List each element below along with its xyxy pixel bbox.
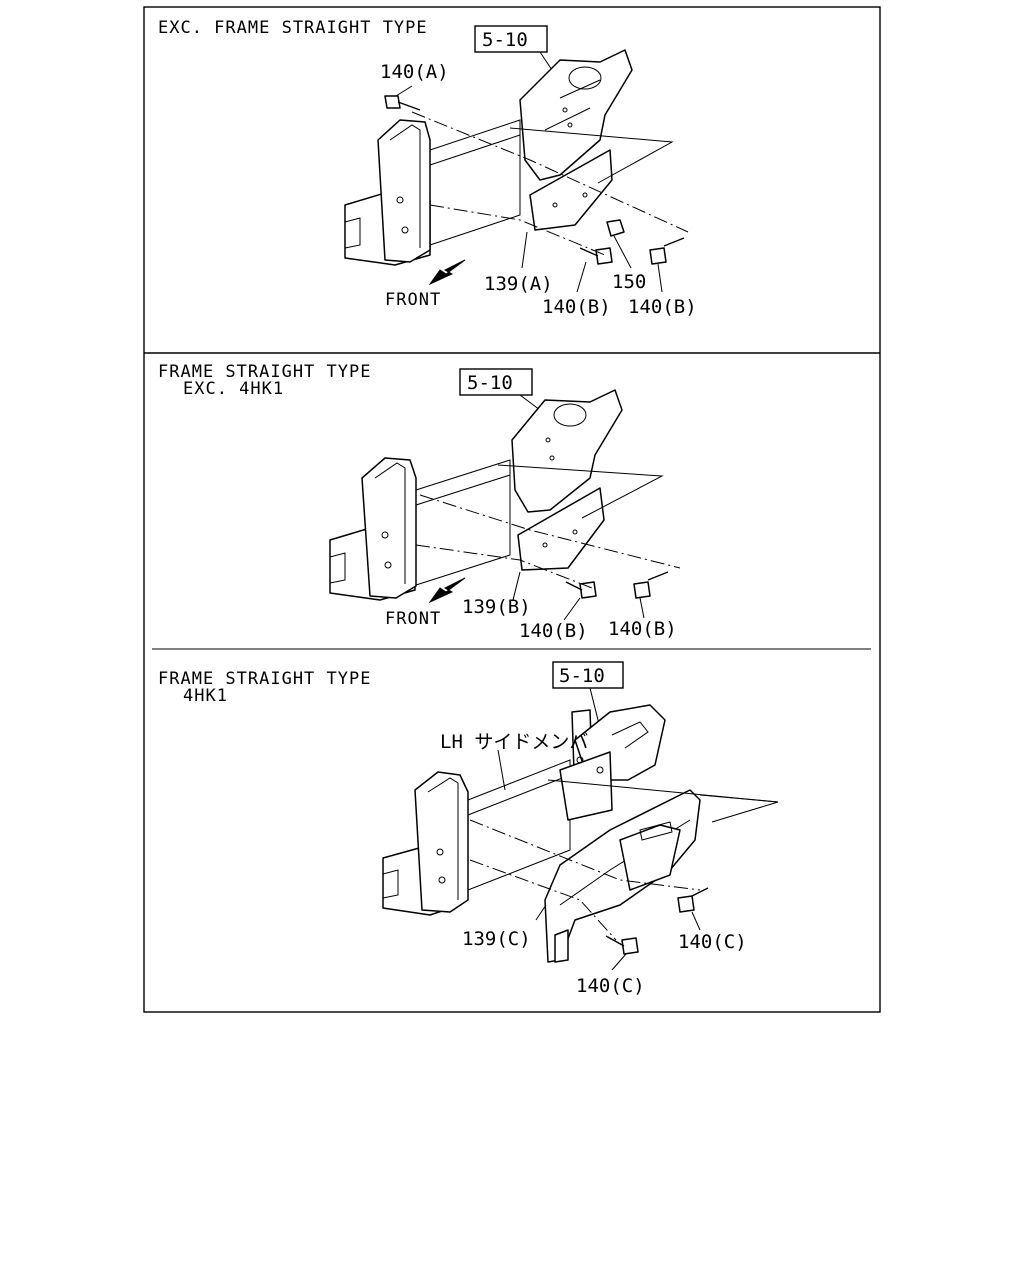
panel-1-callout-140b-right: 140(B) [628, 296, 697, 318]
panel-3-callout-lh-side-member: LH サイドメンバ [440, 731, 588, 753]
panel-2-callout-139b: 139(B) [462, 596, 531, 618]
panel-1-front-label: FRONT [385, 290, 441, 310]
diagram-border [143, 6, 881, 1013]
panel-1-callout-150: 150 [612, 271, 646, 293]
panel-3-subtitle: 4HK1 [183, 686, 228, 706]
panel-3-frame [382, 759, 571, 916]
panel-1-title: EXC. FRAME STRAIGHT TYPE [158, 18, 428, 38]
panel-1-callout-139a: 139(A) [484, 273, 553, 295]
panel-2-subtitle: EXC. 4HK1 [183, 379, 284, 399]
panel-2-frame [329, 457, 511, 601]
panel-3-bolt-140c-bottom [605, 935, 639, 955]
panel-2-bolt-140b-right [633, 571, 669, 599]
panel-3-callout-140c-right: 140(C) [678, 931, 747, 953]
panel-3-bolt-140c-right [677, 887, 709, 913]
panel-1: EXC. FRAME STRAIGHT TYPE 5-10 [158, 18, 697, 318]
panel-3-ref-box: 5-10 [552, 661, 624, 729]
panel-3: FRAME STRAIGHT TYPE 4HK1 5-10 [158, 661, 779, 997]
panel-3-bumper [544, 789, 701, 963]
panel-1-bracket [519, 49, 633, 231]
panel-1-ref-box: 5-10 [474, 25, 553, 71]
panel-2-ref-label: 5-10 [467, 372, 513, 394]
panel-1-ref-label: 5-10 [482, 29, 528, 51]
panel-2-bracket [511, 389, 623, 571]
panel-2-callout-140b-right: 140(B) [608, 618, 677, 640]
panel-3-callout-139c: 139(C) [462, 928, 531, 950]
panel-1-frame [344, 119, 521, 266]
panel-1-callout-140a: 140(A) [380, 61, 449, 83]
panel-2-bolt-140b-left [565, 581, 597, 599]
panel-3-bracket [559, 704, 666, 821]
panel-3-callout-140c-bottom: 140(C) [576, 975, 645, 997]
panel-2-title: FRAME STRAIGHT TYPE [158, 362, 371, 382]
panel-2-front-arrow [428, 577, 466, 604]
panel-1-bolt-140b-right [649, 237, 685, 265]
panel-1-front-arrow [428, 259, 466, 286]
panel-2-callout-140b-left: 140(B) [519, 620, 588, 642]
panel-1-bolt-140a [384, 95, 421, 111]
panel-1-callout-140b-left: 140(B) [542, 296, 611, 318]
panel-3-title: FRAME STRAIGHT TYPE [158, 669, 371, 689]
panel-3-ref-label: 5-10 [559, 665, 605, 687]
panel-1-nut-150 [606, 219, 625, 237]
panel-2-front-label: FRONT [385, 609, 441, 629]
panel-2-ref-box: 5-10 [459, 368, 541, 411]
panel-1-bolt-140b-left [579, 247, 613, 265]
panel-2: FRAME STRAIGHT TYPE EXC. 4HK1 5-10 [158, 362, 681, 642]
